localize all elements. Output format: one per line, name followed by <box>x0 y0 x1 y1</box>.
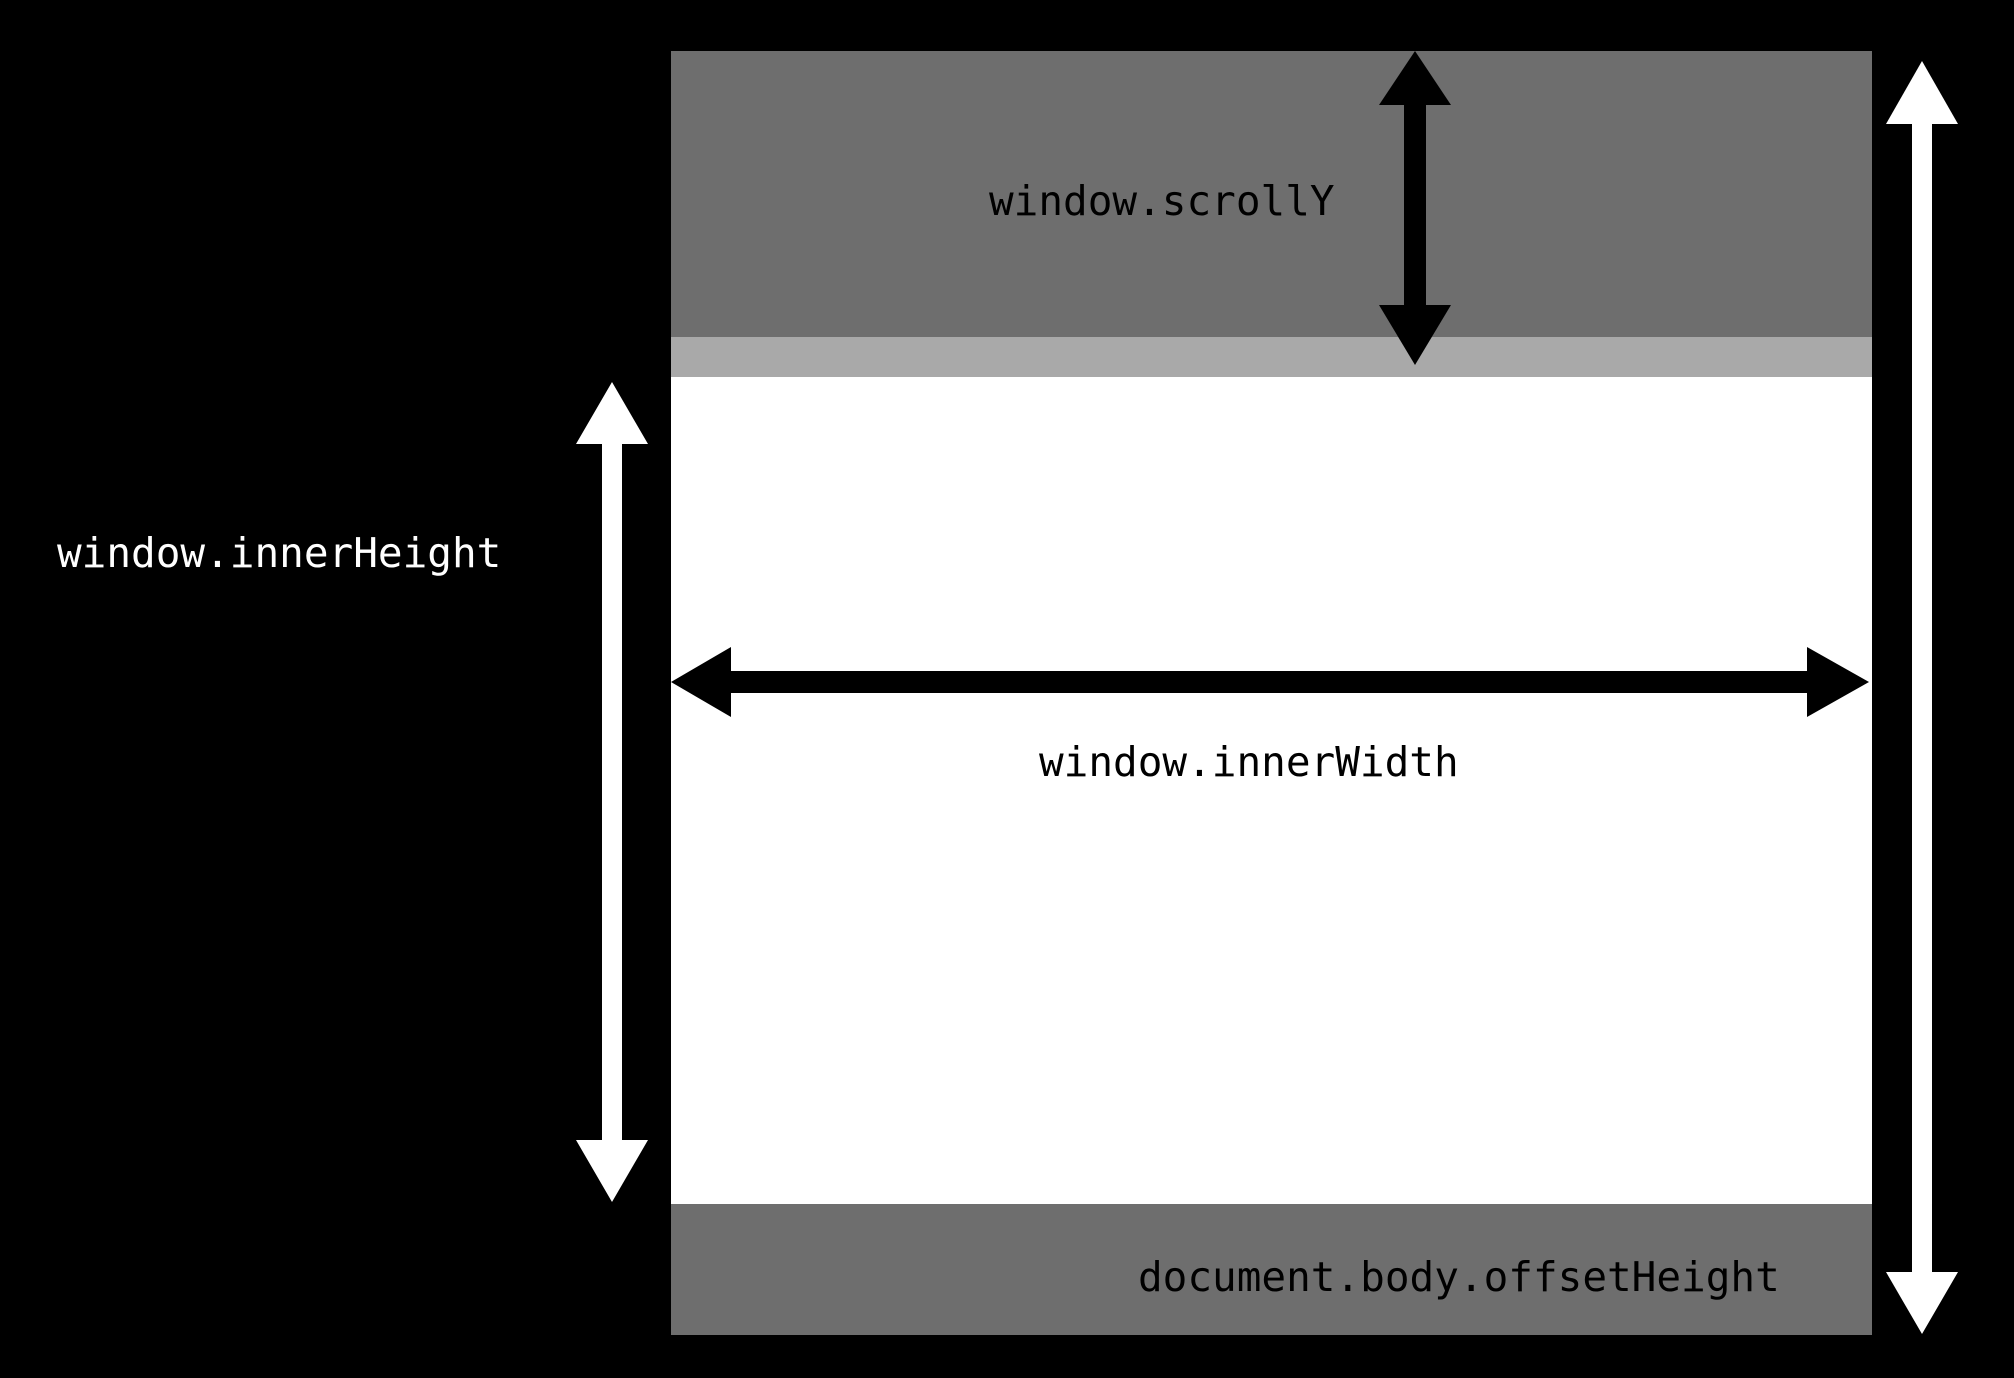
inner-height-label: window.innerHeight <box>57 529 502 577</box>
inner-width-label: window.innerWidth <box>1039 738 1459 786</box>
viewport-region <box>671 377 1872 1204</box>
inner-height-arrow <box>576 382 648 1202</box>
body-offset-height-arrow <box>1886 61 1958 1334</box>
inner-width-arrow <box>671 647 1869 717</box>
body-offset-height-label: document.body.offsetHeight <box>1138 1253 1780 1301</box>
scroll-edge-strip <box>671 337 1872 377</box>
scroll-y-label: window.scrollY <box>989 177 1335 225</box>
scroll-y-arrow <box>1379 51 1451 365</box>
below-viewport-region <box>671 1204 1872 1335</box>
scrolled-region <box>671 51 1872 337</box>
